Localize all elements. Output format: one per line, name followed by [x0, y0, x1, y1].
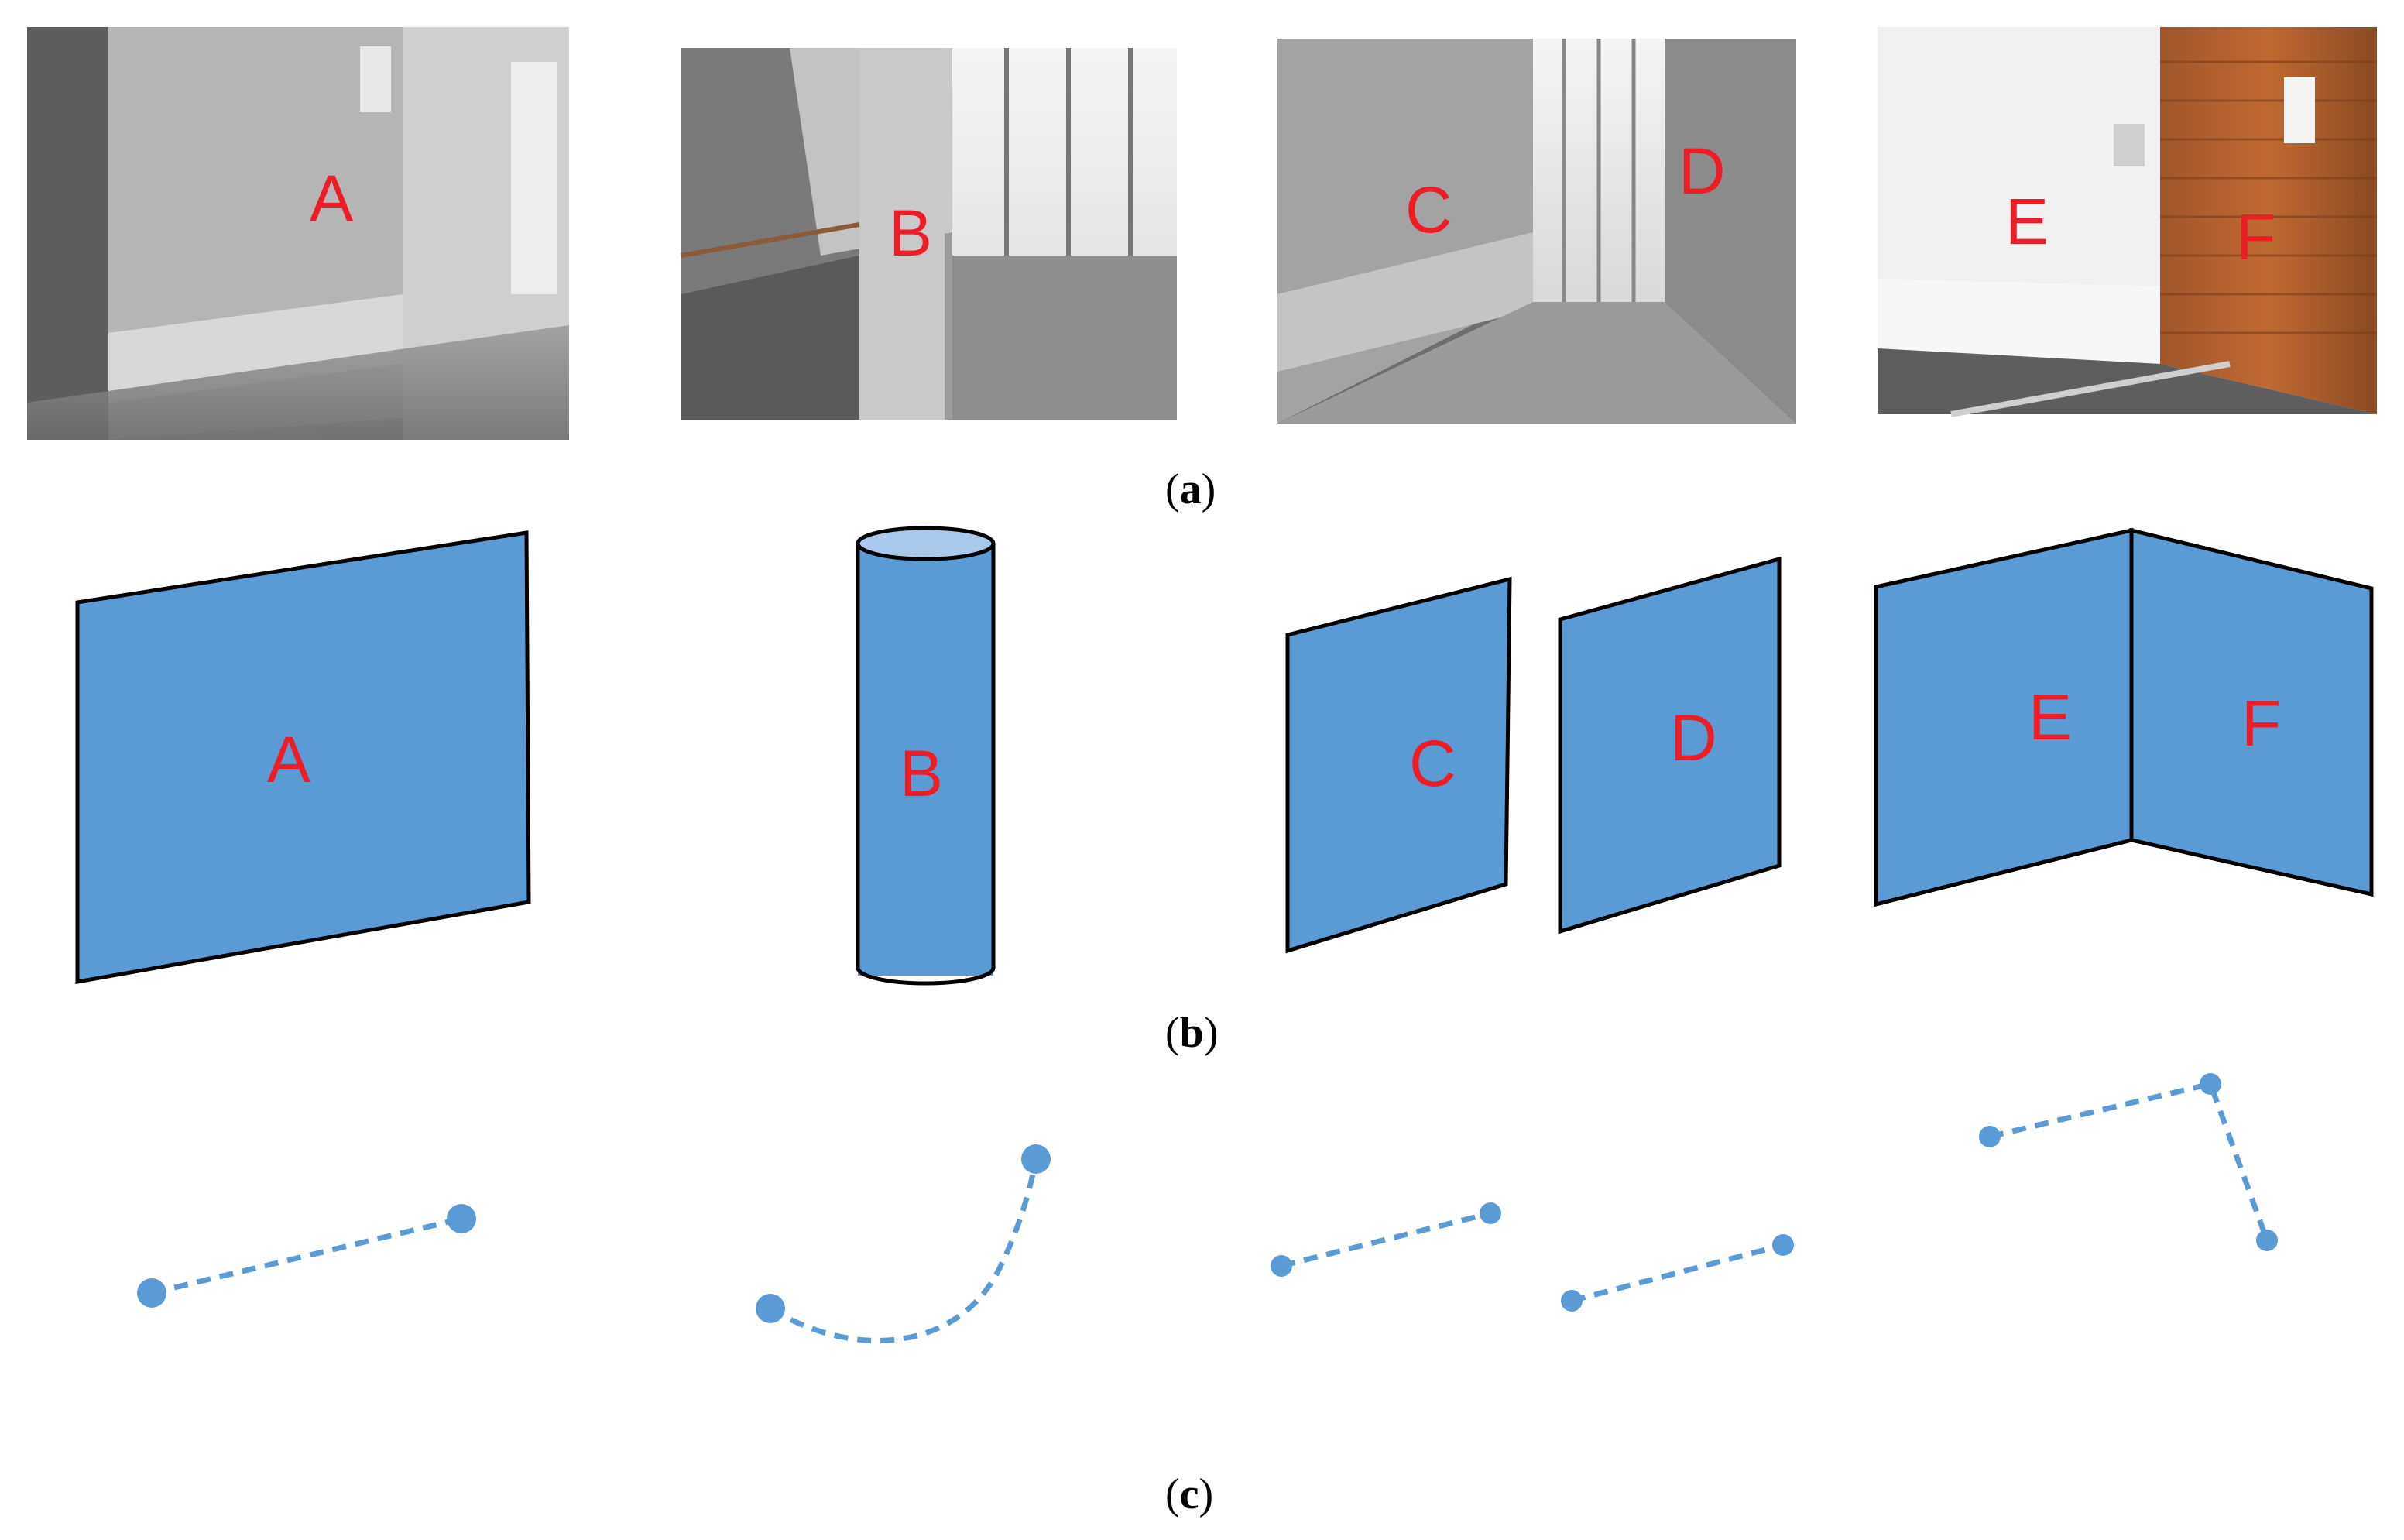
corner-model-ef: E F [1874, 527, 2374, 907]
photo-3: C D [1277, 39, 1796, 424]
trace-c-end-node [1480, 1202, 1501, 1224]
wall-model-a-label: A [267, 723, 310, 796]
trace-d-start-node [1561, 1290, 1583, 1312]
corner-model-f-label: F [2241, 687, 2281, 760]
trace-ef [1979, 1073, 2278, 1251]
trace-d-end-node [1772, 1234, 1794, 1256]
wall-model-d: D [1558, 556, 1782, 935]
trace-a [137, 1204, 476, 1308]
cylinder-model-b: B [856, 526, 996, 986]
wall-model-c: C [1285, 576, 1512, 954]
photo-3-label-d: D [1679, 135, 1726, 208]
caption-b: (b) [1165, 1009, 1218, 1057]
caption-a-open: ( [1165, 465, 1180, 513]
caption-a: (a) [1165, 465, 1216, 513]
trace-ef-start-node [1979, 1126, 2001, 1147]
trace-ef-end-node [2256, 1230, 2278, 1251]
photo-4: E F [1878, 27, 2377, 417]
photo-4-label-e: E [2005, 185, 2049, 258]
trace-ef-corner-node [2200, 1073, 2221, 1095]
trace-b-end-node [1021, 1144, 1051, 1174]
corner-model-e-label: E [2028, 681, 2072, 753]
wall-model-c-label: C [1409, 727, 1456, 800]
cylinder-model-b-label: B [900, 737, 943, 810]
trace-b-start-node [756, 1294, 785, 1323]
trace-b [756, 1144, 1051, 1343]
caption-b-open: ( [1165, 1009, 1180, 1057]
trace-d [1561, 1234, 1794, 1312]
trace-c-start-node [1271, 1255, 1292, 1277]
caption-c-close: ) [1199, 1470, 1214, 1518]
photo-2-label: B [889, 197, 932, 269]
caption-c: (c) [1165, 1470, 1213, 1518]
trace-a-start-node [137, 1278, 166, 1308]
wall-model-a: A [75, 530, 531, 984]
wall-model-d-label: D [1670, 701, 1717, 774]
caption-c-letter: c [1180, 1470, 1199, 1518]
trace-c [1271, 1202, 1501, 1277]
caption-c-open: ( [1165, 1470, 1180, 1518]
caption-b-close: ) [1204, 1009, 1219, 1057]
photo-4-label-f: F [2236, 201, 2275, 273]
photo-1: A [27, 27, 569, 440]
photo-1-label: A [310, 162, 353, 235]
caption-b-letter: b [1180, 1009, 1204, 1057]
photo-3-label-c: C [1405, 173, 1452, 246]
trace-a-end-node [447, 1204, 476, 1233]
photo-2: B [681, 48, 1177, 420]
caption-a-close: ) [1202, 465, 1216, 513]
caption-a-letter: a [1180, 465, 1202, 513]
